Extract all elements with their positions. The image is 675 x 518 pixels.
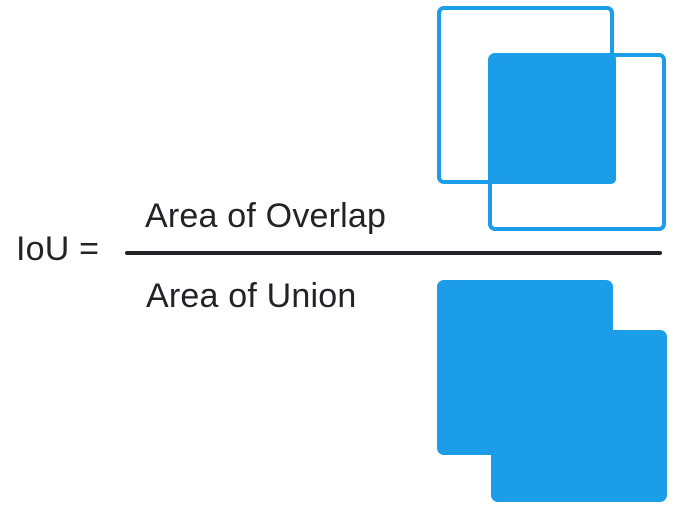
formula-lhs: IoU = bbox=[16, 230, 100, 268]
overlap-region-fill bbox=[489, 54, 616, 184]
union-diagram-icon bbox=[437, 280, 667, 502]
fraction-bar bbox=[125, 251, 662, 255]
overlap-diagram-icon bbox=[437, 6, 667, 232]
union-box-b-fill bbox=[491, 330, 667, 502]
formula-denominator: Area of Union bbox=[146, 277, 357, 315]
formula-numerator: Area of Overlap bbox=[145, 197, 387, 235]
